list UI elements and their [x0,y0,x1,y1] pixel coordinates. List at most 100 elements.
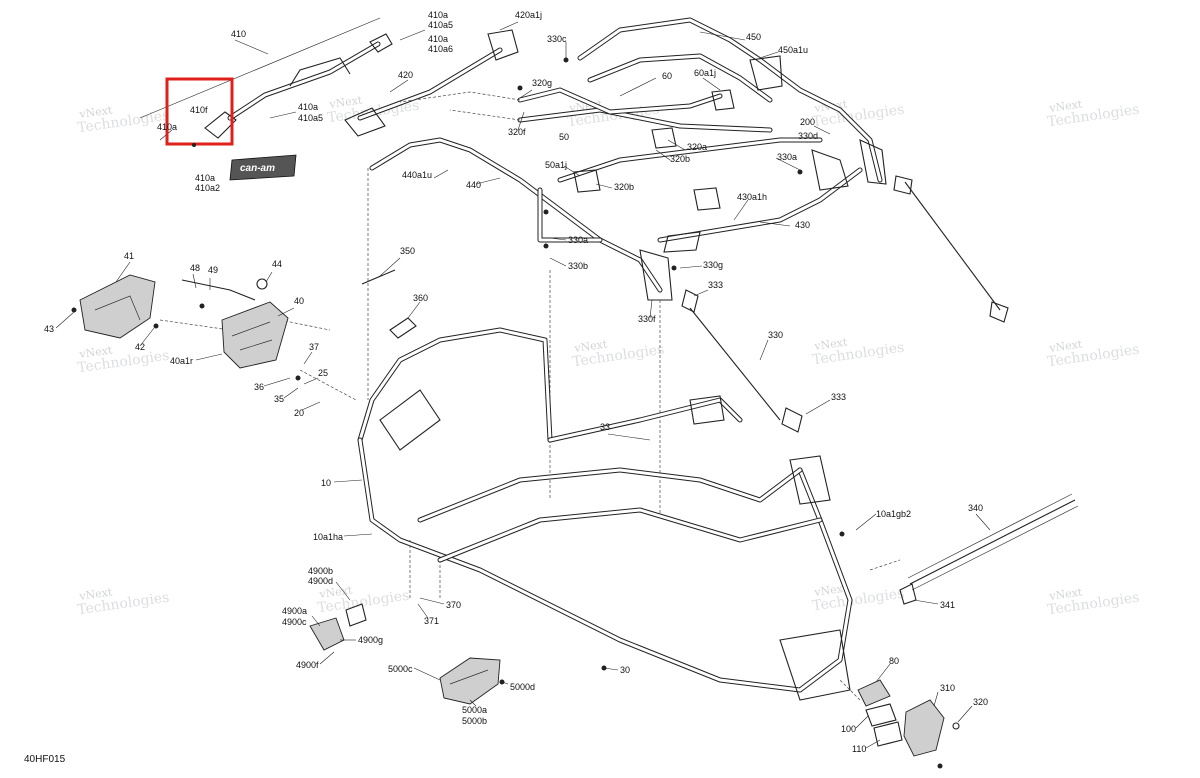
part-label: 50a1j [545,160,567,170]
part-label: 440a1u [402,170,432,180]
part-label: 100 [841,724,856,734]
watermark-line1: vNext [813,581,849,599]
part-label: 30 [620,665,630,675]
part-label: 25 [318,368,328,378]
part-label: 4900c [282,617,307,627]
part-label: 410a5 [428,20,453,30]
part-label: 360 [413,293,428,303]
part-label: 320a [687,142,707,152]
bracket-40[interactable] [221,301,289,369]
bracket-310[interactable] [903,699,960,757]
part-label: 450 [746,32,761,42]
part-label: 320f [508,127,526,137]
skid-plate-41[interactable] [79,274,156,339]
part-label: 4900d [308,576,333,586]
part-label: 340 [968,503,983,513]
watermark-line1: vNext [78,343,114,361]
part-label: 410a5 [298,113,323,123]
part-label: 49 [208,265,218,275]
watermark-line1: vNext [78,585,114,603]
part-label: 50 [559,132,569,142]
watermark: vNext Technologies [326,93,420,126]
watermark-line1: vNext [78,103,114,121]
part-label: 330 [768,330,783,340]
main-frame-10[interactable] [357,327,853,701]
brand-decal-text: can-am [240,163,275,174]
part-label: 330d [798,131,818,141]
part-label: 330a [568,235,588,245]
roof-rail-410[interactable] [139,17,393,141]
roll-cage-450[interactable] [577,17,887,185]
part-label: 320b [670,154,690,164]
part-label: 410a [195,173,215,183]
link-350[interactable] [361,269,396,285]
part-label: 370 [446,600,461,610]
strut-330[interactable] [681,175,1009,433]
part-label: 4900a [282,606,307,616]
bracket-80[interactable] [857,679,903,747]
main-cage-440[interactable] [369,137,673,301]
watermark-line1: vNext [318,583,354,601]
part-label: 320b [614,182,634,192]
crossbar-50[interactable] [557,137,823,211]
part-label: 440 [466,180,481,190]
part-label: 20 [294,408,304,418]
part-label: 80 [889,656,899,666]
watermark: vNext Technologies [811,581,905,614]
watermark-line1: vNext [1048,337,1084,355]
part-label: 33 [600,422,610,432]
part-label: 110 [852,744,866,754]
watermark: vNext Technologies [1046,337,1140,370]
part-label: 410 [231,29,246,39]
part-label: 10a1ha [313,532,343,542]
watermark: vNext Technologies [76,343,170,376]
part-label: 350 [400,246,415,256]
watermark-line1: vNext [813,335,849,353]
crossbar-60[interactable] [517,87,773,149]
part-label: 330f [638,314,656,324]
part-label: 5000d [510,682,535,692]
part-label: 310 [940,683,955,693]
part-label: 320g [532,78,552,88]
part-label: 320 [973,697,988,707]
part-label: 200 [800,117,815,127]
part-label: 5000c [388,664,413,674]
watermark-line1: vNext [1048,585,1084,603]
diagram-code: 40HF015 [24,754,66,765]
part-label: 4900f [296,660,319,670]
part-label: 420 [398,70,413,80]
part-label: 36 [254,382,264,392]
guard-5000[interactable] [439,657,501,705]
fasteners [71,57,943,769]
part-label: 341 [940,600,955,610]
part-label: 35 [274,394,284,404]
part-label: 430a1h [737,192,767,202]
part-label: 44 [272,259,282,269]
clip-360[interactable] [389,317,417,339]
part-label: 330a [777,152,797,162]
assembly-lines [159,91,901,701]
part-label: 40 [294,296,304,306]
part-label: 330c [547,34,567,44]
part-label: 410a [157,122,177,132]
shaft-340[interactable] [899,493,1079,605]
part-label: 371 [424,616,439,626]
part-label: 10 [321,478,331,488]
part-label: 330b [568,261,588,271]
watermark: vNext Technologies [571,337,665,370]
part-label: 410a2 [195,183,220,193]
part-label: 40a1r [170,356,193,366]
watermark: vNext Technologies [1046,97,1140,130]
part-label: 42 [135,342,145,352]
part-label: 333 [708,280,723,290]
part-label: 430 [795,220,810,230]
part-label: 60 [662,71,672,81]
part-label: 410a [428,10,448,20]
crossbar-420[interactable] [344,29,519,137]
can-am-decal: can-am [229,154,297,181]
leader-lines [55,21,991,749]
watermark-line1: vNext [328,93,364,111]
bracket-48[interactable] [181,278,268,301]
rear-cage-430[interactable] [657,149,863,253]
